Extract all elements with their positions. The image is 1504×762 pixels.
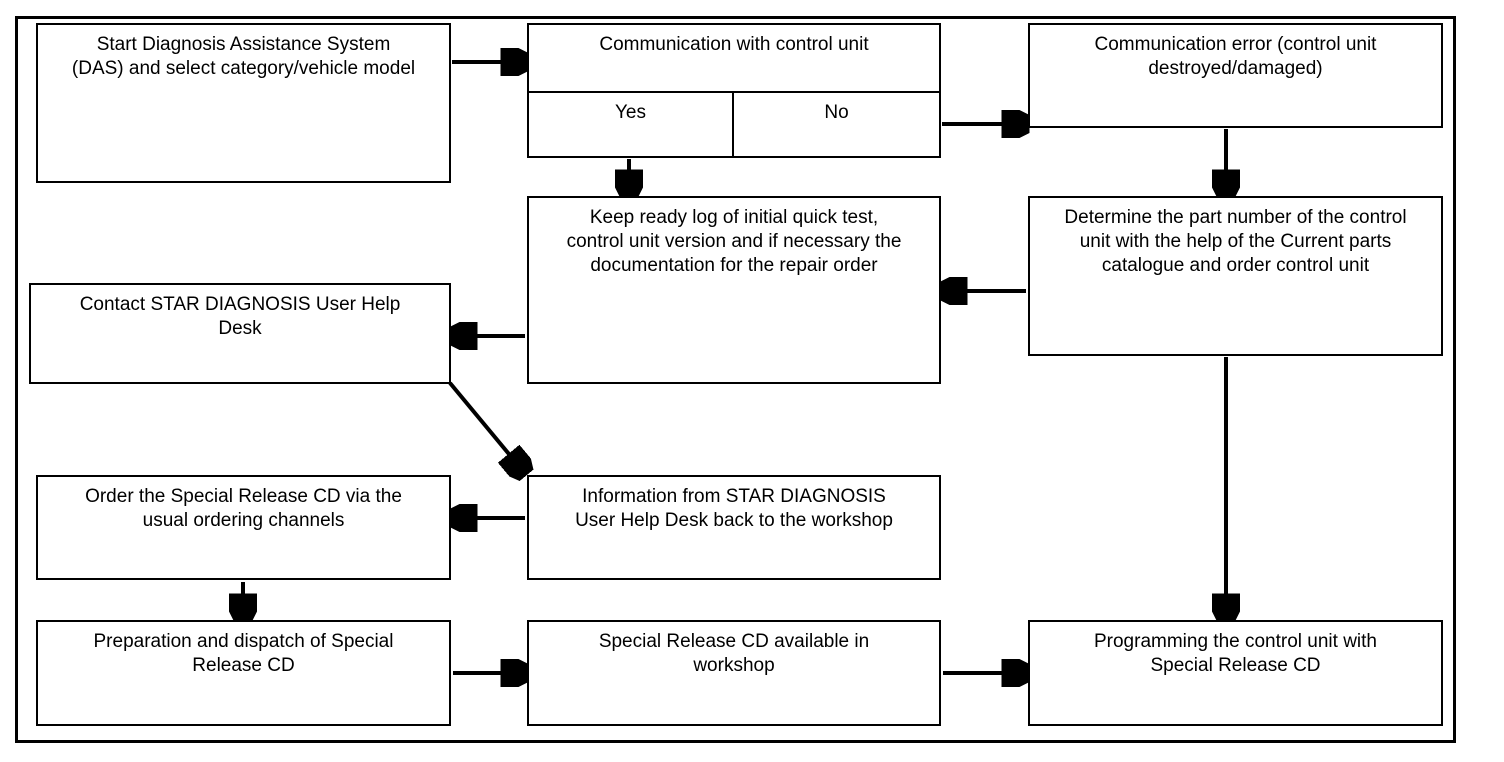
node-communication-yes[interactable]: Yes [529, 93, 734, 157]
node-communication[interactable]: Communication with control unit Yes No [527, 23, 941, 158]
node-programming[interactable]: Programming the control unit with Specia… [1028, 620, 1443, 726]
node-cd-available[interactable]: Special Release CD available in workshop [527, 620, 941, 726]
node-communication-no-label: No [824, 102, 849, 123]
node-cd-available-label: Special Release CD available in workshop [598, 631, 870, 676]
node-comm-error[interactable]: Communication error (control unit destro… [1028, 23, 1443, 128]
node-contact-help-desk-label: Contact STAR DIAGNOSIS User Help Desk [79, 294, 401, 339]
node-communication-no[interactable]: No [734, 93, 939, 157]
node-start[interactable]: Start Diagnosis Assistance System (DAS) … [36, 23, 451, 183]
node-communication-header: Communication with control unit [529, 25, 939, 93]
node-start-label: Start Diagnosis Assistance System (DAS) … [71, 34, 416, 79]
node-order-special-release-cd[interactable]: Order the Special Release CD via the usu… [36, 475, 451, 580]
node-keep-ready-log[interactable]: Keep ready log of initial quick test, co… [527, 196, 941, 384]
node-contact-help-desk[interactable]: Contact STAR DIAGNOSIS User Help Desk [29, 283, 451, 384]
node-information-back[interactable]: Information from STAR DIAGNOSIS User Hel… [527, 475, 941, 580]
node-communication-label: Communication with control unit [599, 34, 869, 55]
node-communication-choices: Yes No [529, 93, 939, 157]
node-programming-label: Programming the control unit with Specia… [1093, 631, 1377, 676]
node-determine-part-number-label: Determine the part number of the control… [1064, 207, 1407, 276]
node-preparation-dispatch-label: Preparation and dispatch of Special Rele… [93, 631, 394, 676]
node-keep-ready-log-label: Keep ready log of initial quick test, co… [566, 207, 902, 276]
node-information-back-label: Information from STAR DIAGNOSIS User Hel… [575, 486, 893, 531]
diagram-outer-frame [15, 16, 1456, 743]
node-comm-error-label: Communication error (control unit destro… [1094, 34, 1377, 79]
node-determine-part-number[interactable]: Determine the part number of the control… [1028, 196, 1443, 356]
node-preparation-dispatch[interactable]: Preparation and dispatch of Special Rele… [36, 620, 451, 726]
node-order-special-release-cd-label: Order the Special Release CD via the usu… [85, 486, 402, 531]
node-communication-yes-label: Yes [615, 102, 646, 123]
